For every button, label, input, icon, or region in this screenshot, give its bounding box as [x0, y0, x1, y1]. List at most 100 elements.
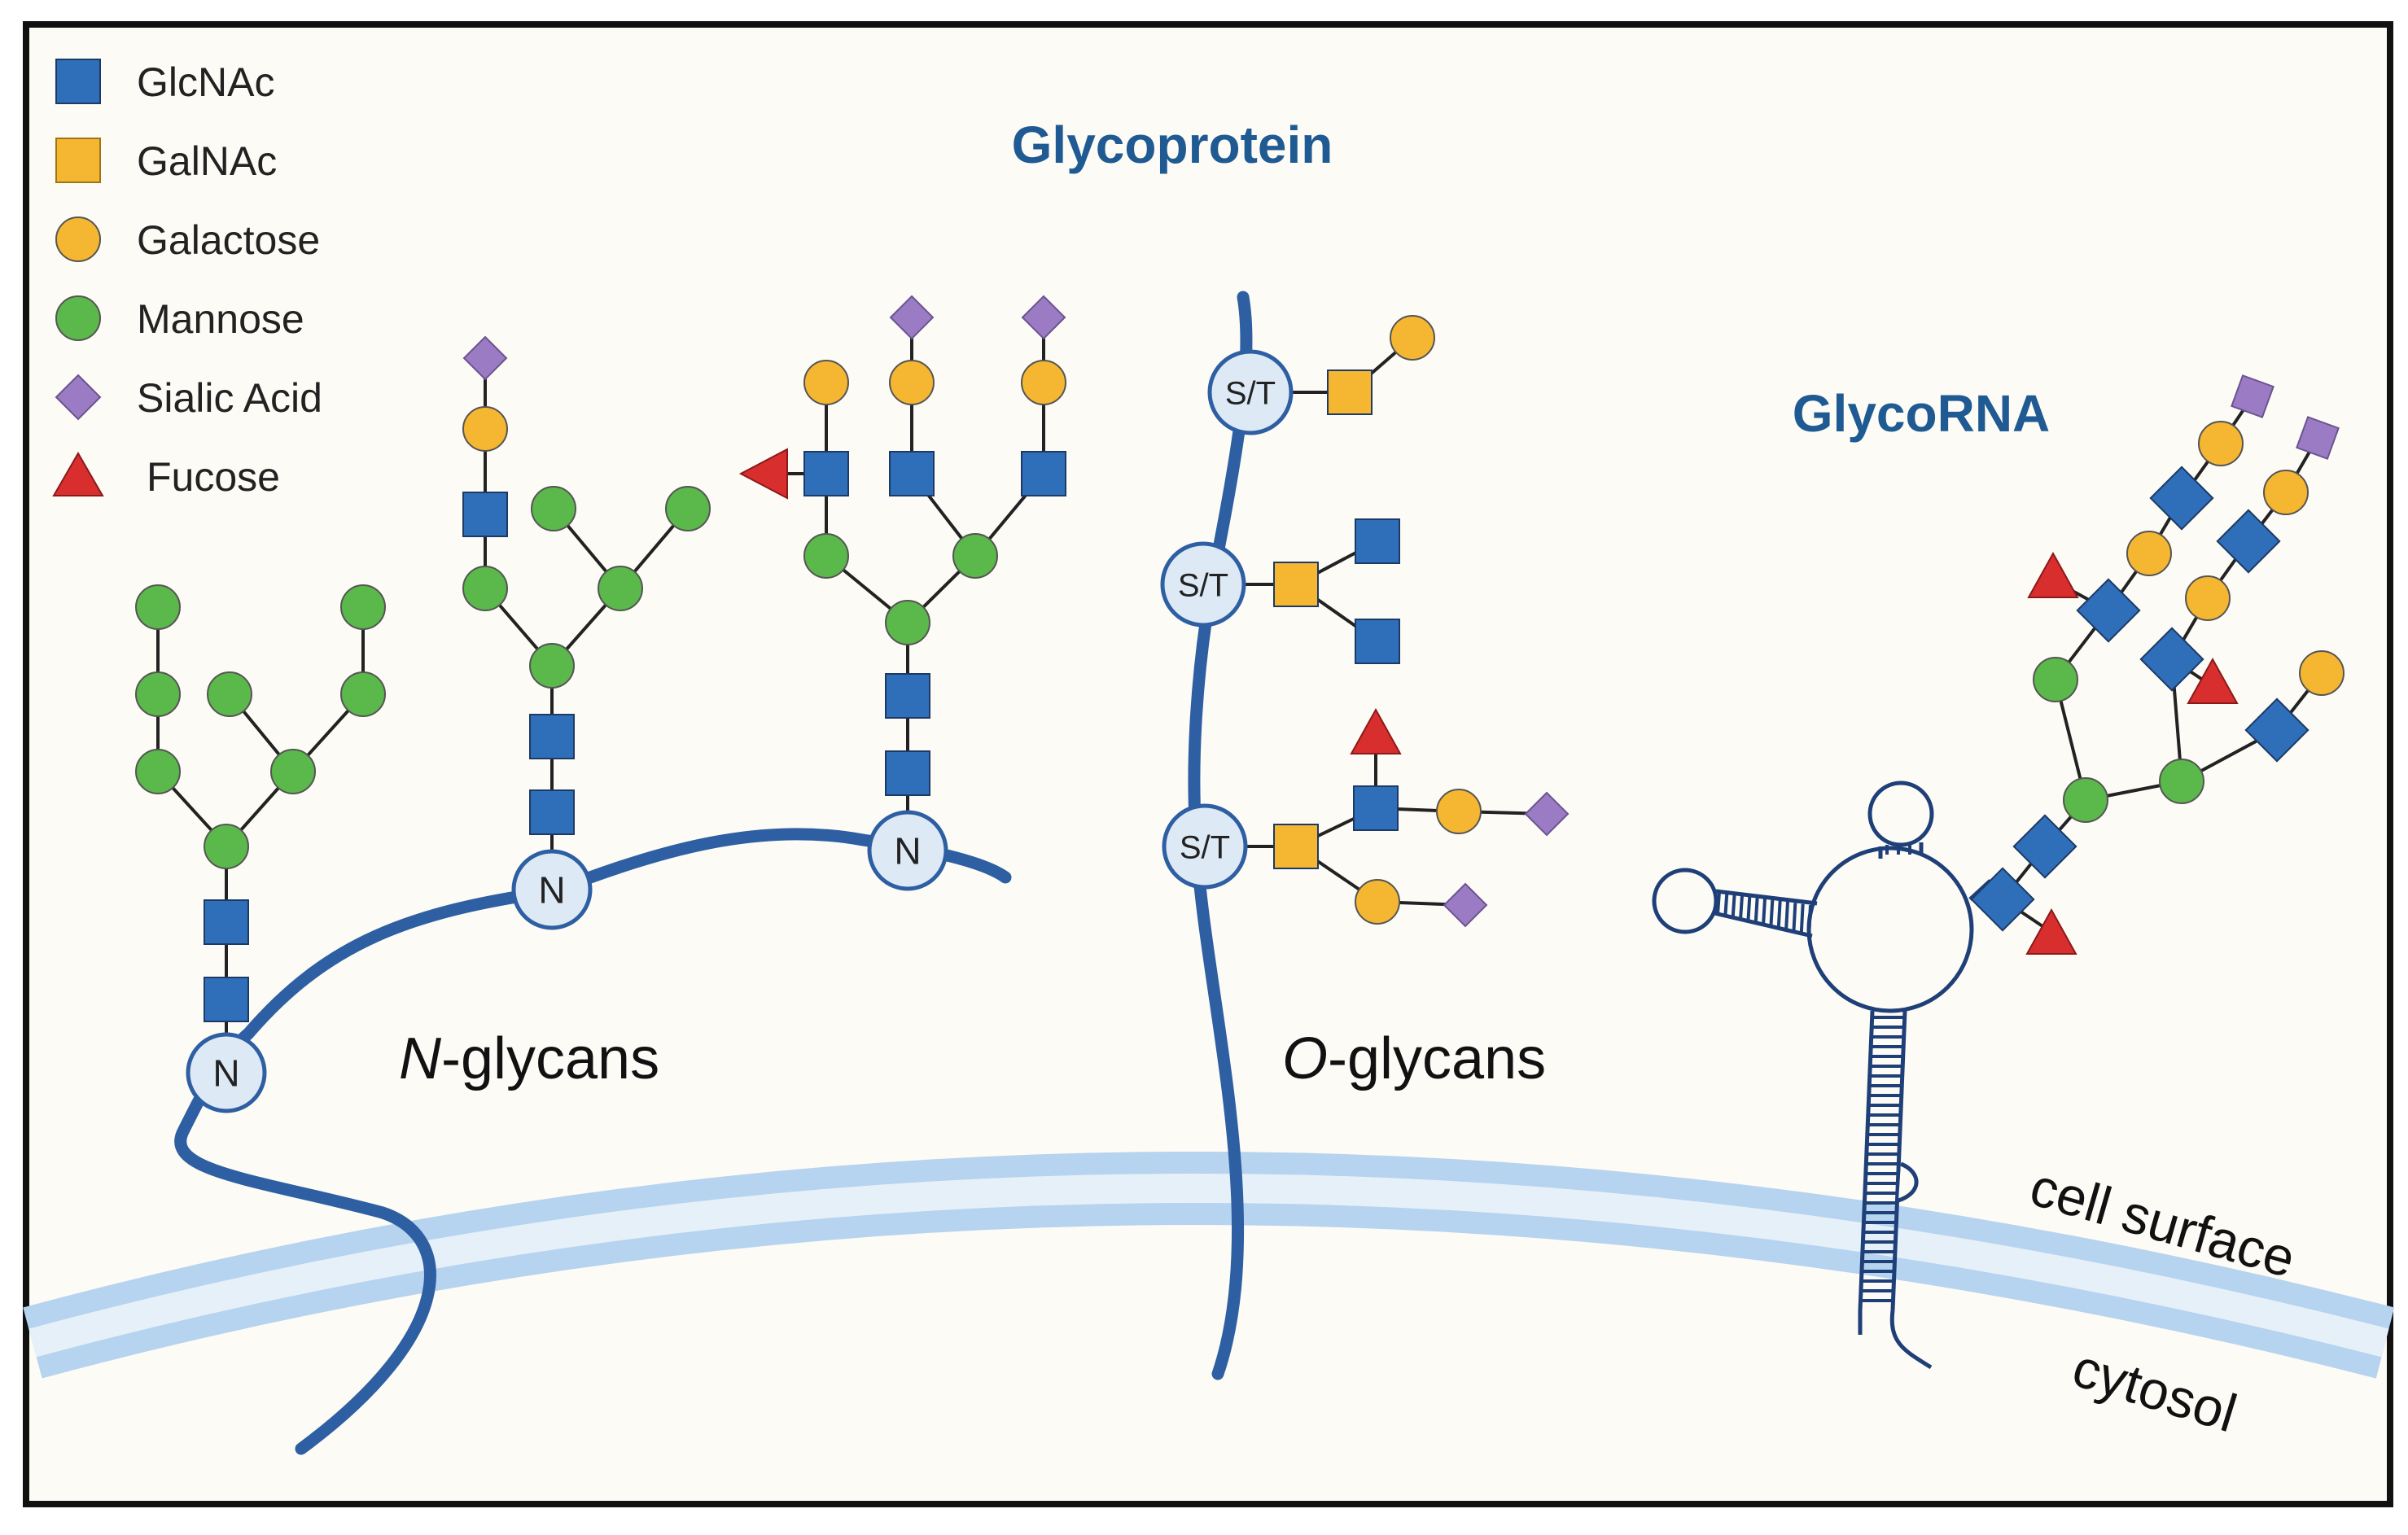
glcnac-residue: [885, 673, 930, 719]
attachment-site-circle: [1160, 541, 1246, 628]
legend-label: GlcNAc: [137, 59, 274, 105]
glcnac-residue: [2149, 466, 2214, 531]
fucose-residue: [1350, 707, 1402, 754]
galactose-residue: [1355, 879, 1400, 925]
attachment-site: S/T: [1162, 803, 1248, 890]
n-glycans-label: N-glycans: [399, 1026, 659, 1091]
attachment-site-label: S/T: [1225, 375, 1276, 411]
base-pair: [1792, 903, 1797, 934]
attachment-site: S/T: [1160, 541, 1246, 628]
galactose-residue: [2185, 575, 2231, 621]
attachment-site-label: N: [212, 1052, 239, 1095]
legend-label: Galactose: [137, 217, 320, 263]
mannose-residue: [207, 671, 252, 717]
galactose-residue: [1436, 789, 1482, 834]
glcnac-residue: [204, 977, 249, 1022]
base-pair: [1784, 901, 1789, 932]
glcnac-residue: [1970, 867, 2035, 932]
attachment-site-label: N: [894, 830, 921, 872]
base-pair: [1762, 898, 1767, 926]
galactose-residue: [889, 360, 935, 405]
galactose-residue: [1390, 315, 1435, 361]
glcnac-residue: [529, 789, 575, 835]
glcnac-residue: [529, 714, 575, 759]
base-pair: [1807, 904, 1812, 938]
circle-yellow-icon: [55, 216, 101, 262]
mannose-residue: [135, 749, 181, 794]
glcnac-residue: [204, 899, 249, 945]
fucose-residue: [2027, 551, 2079, 598]
galactose-residue: [462, 406, 508, 452]
sialic-acid-residue: [2231, 374, 2274, 418]
o-glycans-suffix: -glycans: [1328, 1026, 1546, 1091]
glycoprotein-title: Glycoprotein: [1012, 116, 1333, 174]
mannose-residue: [529, 643, 575, 689]
cell-membrane: [23, 1152, 2395, 1379]
glycorna-title: GlycoRNA: [1793, 384, 2051, 443]
mannose-residue: [462, 566, 508, 611]
mannose-residue: [340, 671, 386, 717]
attachment-site: N: [186, 1032, 267, 1113]
glcnac-residue: [1355, 619, 1400, 664]
mannose-residue: [665, 486, 711, 531]
galactose-residue: [2263, 470, 2309, 515]
galactose-residue: [1021, 360, 1066, 405]
base-pair: [1799, 903, 1805, 935]
sialic-acid-residue: [462, 335, 508, 381]
attachment-site-circle: [1162, 803, 1248, 890]
attachment-site-circle: [867, 810, 948, 891]
legend-label: Fucose: [147, 454, 280, 500]
base-pair: [1746, 896, 1752, 922]
attachment-site-circle: [186, 1032, 267, 1113]
galactose-residue: [803, 360, 849, 405]
mannose-residue: [531, 486, 576, 531]
glcnac-residue: [1355, 518, 1400, 564]
attachment-site-circle: [511, 849, 593, 930]
base-pair: [1739, 894, 1744, 921]
glcnac-residue: [1353, 785, 1399, 831]
mannose-residue: [270, 749, 316, 794]
o-glycans-label: O-glycans: [1282, 1026, 1546, 1091]
n-glycans-suffix: -glycans: [441, 1026, 659, 1091]
glcnac-residue: [2216, 509, 2281, 574]
mannose-residue: [2063, 777, 2108, 823]
sialic-acid-residue: [2296, 416, 2340, 460]
square-yellow-icon: [55, 138, 101, 183]
mannose-residue: [952, 533, 998, 579]
sialic-acid-residue: [889, 295, 935, 340]
triangle-red-icon: [52, 451, 104, 496]
glcnac-residue: [2139, 627, 2204, 692]
mannose-residue: [2159, 759, 2204, 804]
mannose-residue: [340, 584, 386, 630]
galactose-residue: [2299, 650, 2345, 696]
attachment-site-label: S/T: [1180, 829, 1230, 865]
base-pair: [1776, 900, 1782, 929]
fucose-residue: [738, 448, 788, 500]
mannose-residue: [135, 584, 181, 630]
mannose-residue: [803, 533, 849, 579]
legend-label: GalNAc: [137, 138, 277, 184]
base-pair: [1723, 893, 1729, 916]
n-glycan-protein-chain: [174, 828, 1012, 1455]
glcnac-residue: [2012, 814, 2077, 879]
base-pair: [1769, 899, 1775, 928]
attachment-site: S/T: [1207, 349, 1294, 435]
glcnac-residue: [1021, 451, 1066, 496]
glcnac-residue: [2244, 698, 2309, 763]
diamond-purple-icon: [55, 374, 102, 421]
circle-green-icon: [55, 295, 101, 341]
glcnac-residue: [2076, 578, 2141, 643]
galnac-residue: [1327, 370, 1373, 415]
galnac-residue: [1273, 562, 1319, 607]
glcnac-residue: [803, 451, 849, 496]
attachment-site-label: S/T: [1178, 567, 1228, 603]
mannose-residue: [2033, 657, 2078, 702]
base-pair: [1731, 894, 1736, 918]
sialic-acid-residue: [1021, 295, 1066, 340]
base-pair: [1753, 897, 1759, 924]
mannose-residue: [204, 824, 249, 869]
mannose-residue: [885, 600, 930, 645]
